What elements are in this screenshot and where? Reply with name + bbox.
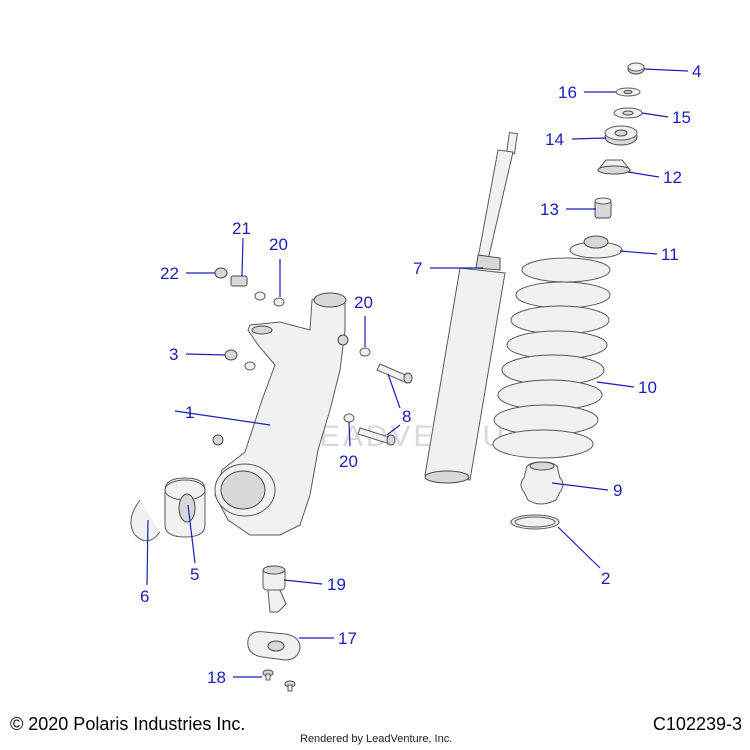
retainer-plate-part bbox=[247, 631, 301, 661]
callout-14: 14 bbox=[545, 130, 564, 149]
callout-10: 10 bbox=[638, 378, 657, 397]
clip-nut-part bbox=[230, 275, 266, 301]
cup-part bbox=[596, 159, 632, 175]
diagram-part-number: C102239-3 bbox=[652, 714, 742, 734]
callout-5: 5 bbox=[190, 565, 199, 584]
leader-lines bbox=[146, 68, 689, 678]
callout-18: 18 bbox=[207, 668, 226, 687]
callout-16: 16 bbox=[558, 83, 577, 102]
callout-13: 13 bbox=[540, 200, 559, 219]
callout-11: 11 bbox=[661, 245, 679, 264]
callout-20-middle: 20 bbox=[354, 293, 373, 312]
callout-8: 8 bbox=[402, 407, 411, 426]
callout-2: 2 bbox=[601, 569, 610, 588]
nut-22-part bbox=[214, 267, 228, 279]
callout-21: 21 bbox=[232, 219, 251, 238]
callout-4: 4 bbox=[692, 62, 701, 81]
callout-20-upper: 20 bbox=[269, 235, 288, 254]
copyright-text: © 2020 Polaris Industries Inc. bbox=[10, 714, 246, 734]
rendered-by-text: Rendered by LeadVenture, Inc. bbox=[300, 733, 453, 745]
bolt-8-part bbox=[357, 363, 413, 446]
screw-18-part bbox=[262, 669, 296, 692]
ring-2-part bbox=[510, 514, 560, 530]
wheel-bearing-part bbox=[164, 477, 206, 538]
callout-19: 19 bbox=[327, 575, 346, 594]
ball-joint-part bbox=[262, 565, 287, 613]
callout-15: 15 bbox=[672, 108, 691, 127]
callout-20-lower: 20 bbox=[339, 452, 358, 471]
washer-20-part bbox=[244, 297, 371, 423]
nut-4-part bbox=[627, 62, 645, 75]
bushing-part bbox=[594, 197, 612, 219]
callout-7: 7 bbox=[413, 259, 422, 278]
mount-part bbox=[604, 125, 638, 146]
washer-15-part bbox=[613, 107, 643, 119]
bump-stop-part bbox=[520, 461, 564, 505]
callout-3: 3 bbox=[169, 345, 178, 364]
callout-6: 6 bbox=[140, 587, 149, 606]
shock-absorber-part bbox=[424, 131, 518, 484]
callout-12: 12 bbox=[663, 168, 682, 187]
callout-17: 17 bbox=[338, 629, 357, 648]
steering-knuckle-part bbox=[212, 292, 349, 536]
callout-1: 1 bbox=[185, 403, 194, 422]
upper-spring-seat-part bbox=[569, 235, 623, 259]
washer-16-part bbox=[615, 87, 641, 97]
coil-spring-part bbox=[492, 257, 611, 459]
nut-3-part bbox=[224, 349, 238, 361]
callout-9: 9 bbox=[613, 481, 622, 500]
callout-22: 22 bbox=[160, 264, 179, 283]
snap-ring-part bbox=[130, 499, 161, 542]
